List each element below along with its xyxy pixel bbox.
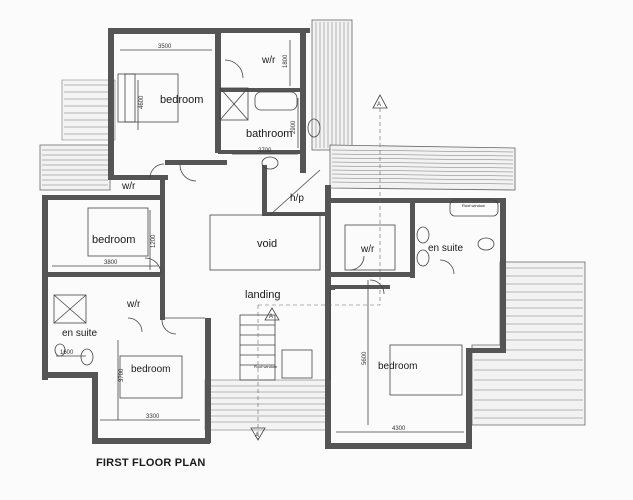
section-mark-label: A	[255, 433, 259, 439]
section-mark-label: A	[377, 102, 381, 108]
dim-2700: 2700	[258, 148, 272, 154]
room-label-bathroom: bathroom	[246, 128, 292, 140]
walls	[42, 28, 506, 449]
section-arrow-icon	[250, 427, 266, 441]
note-roof-window-center: Roof window	[254, 364, 277, 369]
dimension-labels: 3500 4600 1800 2900 2700 1200 3800 1600 …	[60, 44, 485, 432]
room-label-wr-top: w/r	[261, 55, 276, 66]
room-label-en-suite-left: en suite	[62, 328, 97, 339]
dim-3300: 3300	[146, 414, 160, 420]
section-marks: A A A	[250, 94, 388, 441]
room-label-wr-left: w/r	[121, 181, 136, 192]
dim-3500: 3500	[158, 44, 172, 50]
note-roof-window-right: Roof window	[462, 203, 485, 208]
dim-5600: 5600	[362, 351, 368, 365]
dim-3700: 3700	[119, 368, 125, 382]
room-label-landing: landing	[245, 289, 280, 301]
dim-1600: 1600	[60, 350, 74, 356]
room-label-en-suite-right: en suite	[428, 243, 463, 254]
dim-1800: 1800	[283, 54, 289, 68]
dim-4600: 4600	[139, 95, 145, 109]
dim-4300: 4300	[392, 426, 406, 432]
room-label-bedroom-bottom-right: bedroom	[378, 361, 417, 372]
room-label-void: void	[257, 238, 277, 250]
room-label-bedroom-bottom-left: bedroom	[131, 364, 170, 375]
plan-title: FIRST FLOOR PLAN	[96, 457, 206, 469]
dim-2900: 2900	[291, 120, 297, 134]
room-label-wr-bottom: w/r	[126, 299, 141, 310]
room-labels: bedroom w/r bathroom w/r h/p bedroom voi…	[62, 55, 463, 375]
room-label-wr-mid: w/r	[360, 244, 375, 255]
room-label-bedroom-top: bedroom	[160, 94, 203, 106]
interior-lines	[52, 40, 499, 440]
section-arrow-icon	[264, 307, 280, 321]
room-label-hp: h/p	[290, 193, 304, 204]
section-arrow-icon	[372, 94, 388, 109]
dim-1200: 1200	[151, 234, 157, 248]
dim-3800: 3800	[104, 260, 118, 266]
room-label-bedroom-left: bedroom	[92, 234, 135, 246]
section-mark-label: A	[269, 314, 273, 320]
